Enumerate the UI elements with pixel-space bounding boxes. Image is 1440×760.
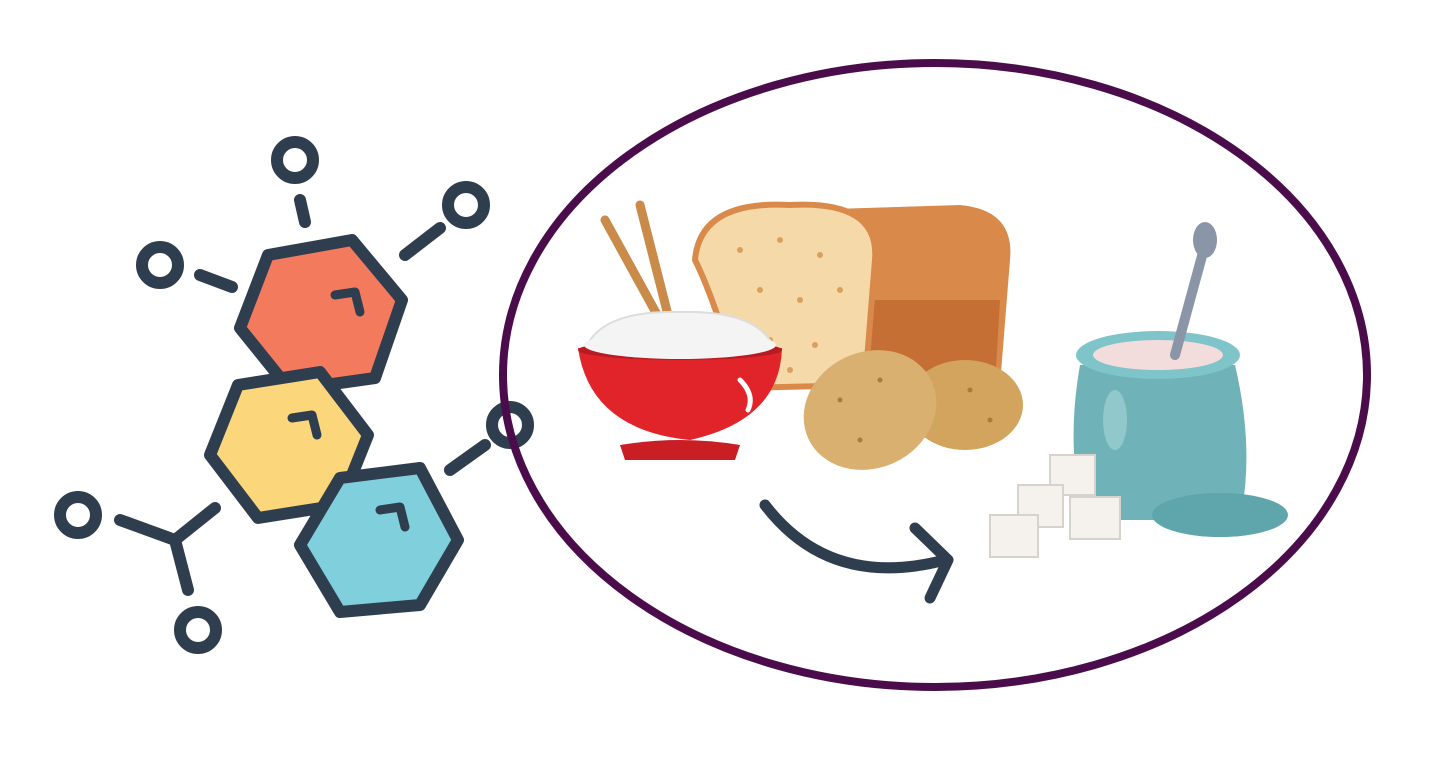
molecule-icon bbox=[54, 136, 534, 654]
food-ellipse bbox=[499, 59, 1371, 691]
hexagon-red bbox=[234, 234, 408, 396]
bread-loaf-icon bbox=[691, 201, 1011, 392]
potato-icon bbox=[803, 350, 1023, 470]
chopsticks-icon bbox=[600, 200, 673, 325]
sugar-cubes-icon bbox=[989, 454, 1121, 558]
sugar-jar-icon bbox=[1073, 222, 1288, 537]
arrow-icon bbox=[759, 499, 954, 604]
hexagon-blue bbox=[294, 462, 464, 618]
rice-bowl-icon bbox=[578, 310, 782, 460]
